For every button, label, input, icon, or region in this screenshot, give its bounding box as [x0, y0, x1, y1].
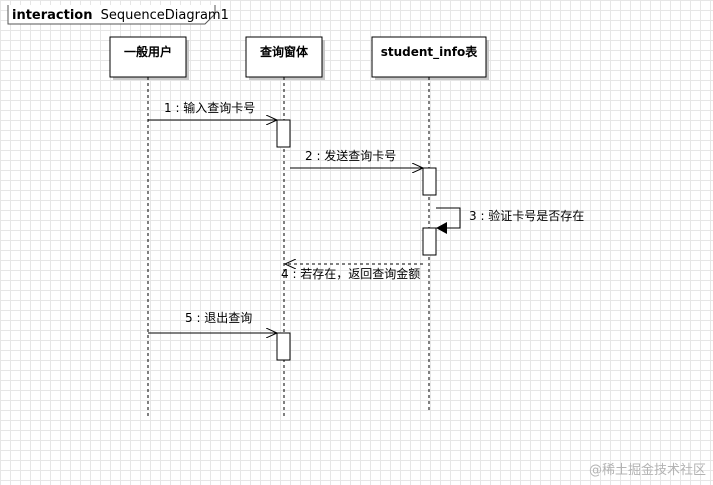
message-4-return[interactable]: 4 : 若存在，返回查询金额	[281, 264, 423, 281]
message-2-label: 2 : 发送查询卡号	[305, 148, 396, 163]
lifeline-form-name: 查询窗体	[259, 44, 309, 59]
message-1-label: 1 : 输入查询卡号	[164, 100, 255, 115]
lifeline-user-name: 一般用户	[124, 44, 172, 59]
frame-keyword: interaction	[12, 8, 93, 23]
activation-table-1	[422, 167, 437, 196]
svg-text:interaction SequenceDiag: interaction SequenceDiagram1	[12, 8, 229, 23]
message-5-label: 5 : 退出查询	[185, 311, 252, 325]
lifeline-table-name: student_info表	[381, 44, 479, 60]
activation-form-2	[276, 332, 291, 361]
lifeline-table[interactable]: student_info表	[371, 36, 489, 412]
frame-name: SequenceDiagram1	[101, 8, 229, 23]
lifeline-user[interactable]: 一般用户	[109, 36, 189, 418]
message-4-label: 4 : 若存在，返回查询金额	[281, 266, 420, 281]
watermark-text: @稀土掘金技术社区	[589, 462, 706, 478]
message-5[interactable]: 5 : 退出查询	[148, 311, 277, 333]
activation-table-2	[422, 227, 437, 256]
message-3-label: 3 : 验证卡号是否存在	[469, 208, 584, 223]
lifeline-form[interactable]: 查询窗体	[245, 36, 325, 418]
message-3-self[interactable]: 3 : 验证卡号是否存在	[436, 207, 584, 234]
activation-form-1	[276, 119, 291, 148]
message-1[interactable]: 1 : 输入查询卡号	[148, 100, 277, 120]
message-2[interactable]: 2 : 发送查询卡号	[290, 148, 423, 168]
interaction-frame-label: interaction SequenceDiagram1	[7, 5, 229, 25]
